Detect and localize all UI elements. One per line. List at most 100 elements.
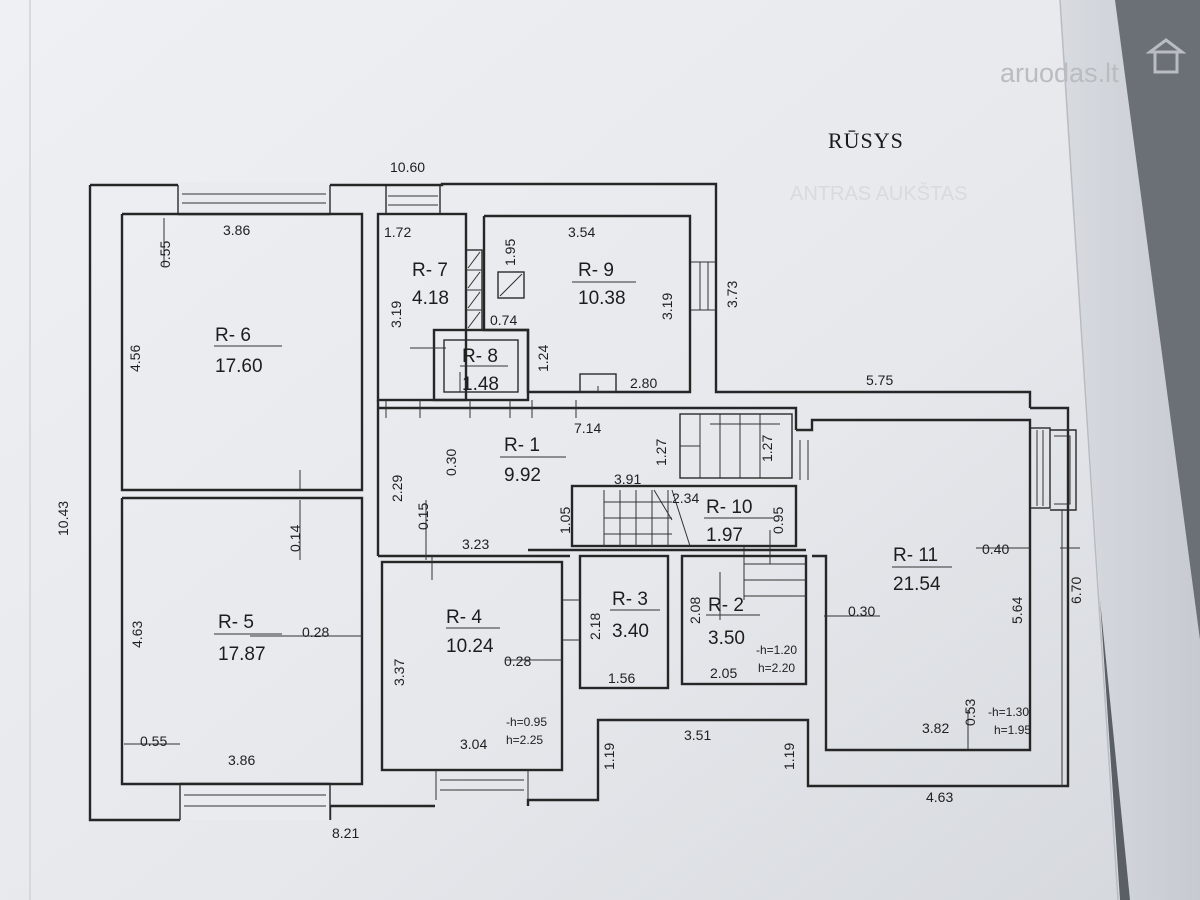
room-area: 3.50 <box>708 628 745 649</box>
dim-top-total: 10.60 <box>390 159 425 175</box>
height-note: h=1.95 <box>994 723 1031 737</box>
room-r8: R- 8 1.48 <box>462 346 499 395</box>
height-note: -h=0.95 <box>506 715 547 729</box>
dim-r8-width: 0.74 <box>490 312 517 328</box>
dim-r6-width: 3.86 <box>223 222 250 238</box>
dim-r11-b: 0.30 <box>848 603 875 619</box>
room-label: R- 9 <box>578 260 614 281</box>
watermark-text: aruodas.lt <box>1000 58 1119 88</box>
dim-porch-left: 1.19 <box>601 743 617 770</box>
dim-r11-c: 0.53 <box>962 699 978 726</box>
room-r4: R- 4 10.24 -h=0.95 h=2.25 <box>446 607 547 747</box>
dim-r8-height: 1.24 <box>535 345 551 372</box>
room-label: R- 5 <box>218 612 254 633</box>
room-label: R- 8 <box>462 346 498 367</box>
dim-r9-right: 3.73 <box>724 281 740 308</box>
dimension-lines <box>124 218 1080 786</box>
dim-r9-bottom: 2.80 <box>630 375 657 391</box>
dim-r1-width: 7.14 <box>574 420 601 436</box>
height-note: -h=1.30 <box>988 705 1029 719</box>
room-area: 17.87 <box>218 644 266 665</box>
room-area: 17.60 <box>215 356 263 377</box>
dim-r6-sill: 0.55 <box>157 241 173 268</box>
dim-r5-sill: 0.55 <box>140 733 167 749</box>
room-area: 10.24 <box>446 636 494 657</box>
dim-r1-d: 2.29 <box>389 475 405 502</box>
dim-r9-width: 3.54 <box>568 224 595 240</box>
dim-porch-width: 3.51 <box>684 727 711 743</box>
dim-r11-width: 3.82 <box>922 720 949 736</box>
dim-r1-b: 1.27 <box>653 439 669 466</box>
dim-r5-height: 4.63 <box>129 621 145 648</box>
room-area: 4.18 <box>412 288 449 309</box>
room-area: 9.92 <box>504 465 541 486</box>
dim-r2-height: 2.08 <box>687 597 703 624</box>
dim-r11-a: 0.40 <box>982 541 1009 557</box>
dim-right-total: 6.70 <box>1068 577 1084 604</box>
dim-bottom-left: 8.21 <box>332 825 359 841</box>
dim-left-total: 10.43 <box>55 501 71 536</box>
room-label: R- 1 <box>504 435 540 456</box>
dim-r5-width: 3.86 <box>228 752 255 768</box>
room-label: R- 6 <box>215 325 251 346</box>
dim-r11-height: 5.64 <box>1009 597 1025 624</box>
room-area: 10.38 <box>578 288 626 309</box>
room-label: R- 2 <box>708 595 744 616</box>
dim-r7-width: 1.72 <box>384 224 411 240</box>
height-note: -h=1.20 <box>756 643 797 657</box>
interior-walls <box>376 212 1032 800</box>
room-r6: R- 6 17.60 <box>215 325 263 377</box>
room-label: R- 10 <box>706 497 752 518</box>
dim-r4-right: 0.28 <box>504 653 531 669</box>
room-r10: R- 10 1.97 <box>706 497 752 546</box>
dim-r6-height: 4.56 <box>127 345 143 372</box>
dim-r9-height: 3.19 <box>659 293 675 320</box>
dim-r1-e: 0.15 <box>415 503 431 530</box>
dim-r4-width: 3.04 <box>460 736 487 752</box>
height-note: h=2.25 <box>506 733 543 747</box>
vertical-dimension-labels: 0.55 4.56 10.43 0.14 4.63 3.19 1.95 3.19… <box>55 239 1084 770</box>
room-label: R- 3 <box>612 589 648 610</box>
plan-title: RŪSYS <box>828 128 904 153</box>
height-note: h=2.20 <box>758 661 795 675</box>
dim-r2-width: 2.05 <box>710 665 737 681</box>
room-area: 21.54 <box>893 574 941 595</box>
dim-r9-chimney: 1.95 <box>502 239 518 266</box>
ghost-text: ANTRAS AUKŠTAS <box>790 182 967 205</box>
dim-r11-bottom: 4.63 <box>926 789 953 805</box>
room-label: R- 4 <box>446 607 482 628</box>
room-r11: R- 11 21.54 -h=1.30 h=1.95 <box>893 545 1031 737</box>
room-r9: R- 9 10.38 <box>578 260 626 309</box>
dim-r1-f: 3.23 <box>462 536 489 552</box>
room-r1: R- 1 9.92 <box>504 435 541 486</box>
dim-porch-right: 1.19 <box>781 743 797 770</box>
room-area: 1.48 <box>462 374 499 395</box>
dim-r1-c: 1.27 <box>759 435 775 462</box>
dim-r10-height: 0.95 <box>770 507 786 534</box>
dim-r1-a: 0.30 <box>443 449 459 476</box>
room-area: 3.40 <box>612 621 649 642</box>
dim-r5-right: 0.28 <box>302 624 329 640</box>
room-label: R- 7 <box>412 260 448 281</box>
dim-r10-width: 2.34 <box>672 490 699 506</box>
dim-r7-height: 3.19 <box>388 301 404 328</box>
dim-r11-top: 5.75 <box>866 372 893 388</box>
room-r3: R- 3 3.40 <box>612 589 649 642</box>
dim-r1-g: 3.91 <box>614 471 641 487</box>
room-label: R- 11 <box>893 545 938 566</box>
dim-r4-height: 3.37 <box>391 659 407 686</box>
room-r5: R- 5 17.87 <box>218 612 266 665</box>
paper-sheet <box>0 0 1120 900</box>
dim-r3-height: 2.18 <box>587 613 603 640</box>
dimension-labels: 10.60 3.86 1.72 3.54 0.74 2.80 5.75 7.14… <box>140 159 1009 841</box>
under-sheet <box>1040 0 1200 900</box>
dim-r1-h: 1.05 <box>557 507 573 534</box>
dim-r3-width: 1.56 <box>608 670 635 686</box>
room-r2: R- 2 3.50 -h=1.20 h=2.20 <box>708 595 797 675</box>
room-area: 1.97 <box>706 525 743 546</box>
outer-walls <box>88 182 1077 822</box>
room-r7: R- 7 4.18 <box>412 260 449 309</box>
dim-r5-top: 0.14 <box>287 525 303 552</box>
